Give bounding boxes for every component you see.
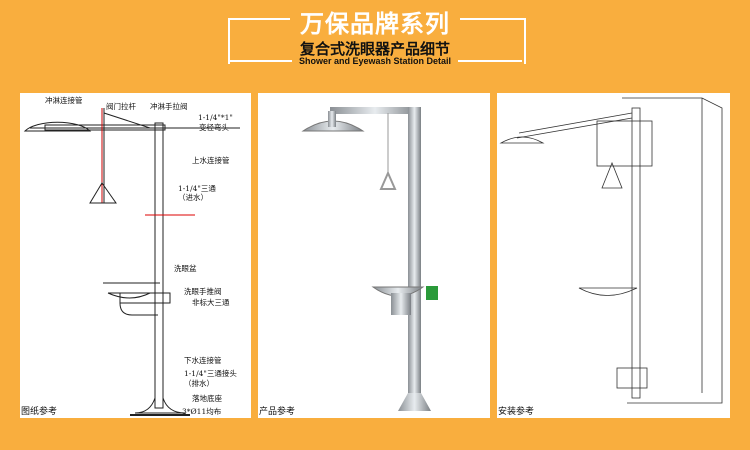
- product-caption: 产品参考: [259, 407, 296, 417]
- product-panel: 产品参考: [258, 93, 490, 418]
- label-holes: 3*Ø11均布: [182, 407, 222, 416]
- label-reducer: 1-1/4"*1": [198, 113, 233, 122]
- label-inlet-pipe: 上水连接管: [192, 156, 230, 165]
- label-drain: （排水）: [184, 379, 214, 388]
- technical-drawing: [23, 108, 240, 416]
- label-eyewash-valve: 洗眼手推阀: [184, 287, 222, 296]
- drawing-panel: 冲淋连接管 阀门拉杆 冲淋手拉阀 1-1/4"*1" 变径弯头 上水连接管 1-…: [20, 93, 251, 418]
- label-inlet: （进水）: [178, 193, 208, 202]
- brand-title: 万保品牌系列: [0, 4, 750, 39]
- label-shower-valve: 冲淋手拉阀: [150, 102, 188, 111]
- label-drain-tee: 1-1/4"三通接头: [184, 369, 237, 378]
- installation-panel: 安装参考: [497, 93, 730, 418]
- label-floor-base: 落地底座: [192, 394, 222, 403]
- english-subtitle: Shower and Eyewash Station Detail: [0, 56, 750, 66]
- label-shower-pipe: 冲淋连接管: [45, 96, 83, 105]
- label-drain-pipe: 下水连接管: [184, 356, 222, 365]
- label-big-tee: 非标大三通: [192, 298, 230, 307]
- product-photo: [301, 107, 438, 411]
- label-valve-rod: 阀门拉杆: [106, 102, 136, 111]
- drawing-caption: 图纸参考: [21, 407, 58, 417]
- label-inlet-tee: 1-1/4"三通: [178, 184, 216, 193]
- installation-caption: 安装参考: [498, 407, 535, 417]
- product-subtitle: 复合式洗眼器产品细节: [299, 40, 450, 58]
- label-eyewash-bowl: 洗眼盆: [174, 264, 197, 273]
- header-frame-bottom: [228, 60, 522, 62]
- installation-drawing: [499, 97, 723, 404]
- label-reducer-elbow: 变径弯头: [199, 123, 229, 132]
